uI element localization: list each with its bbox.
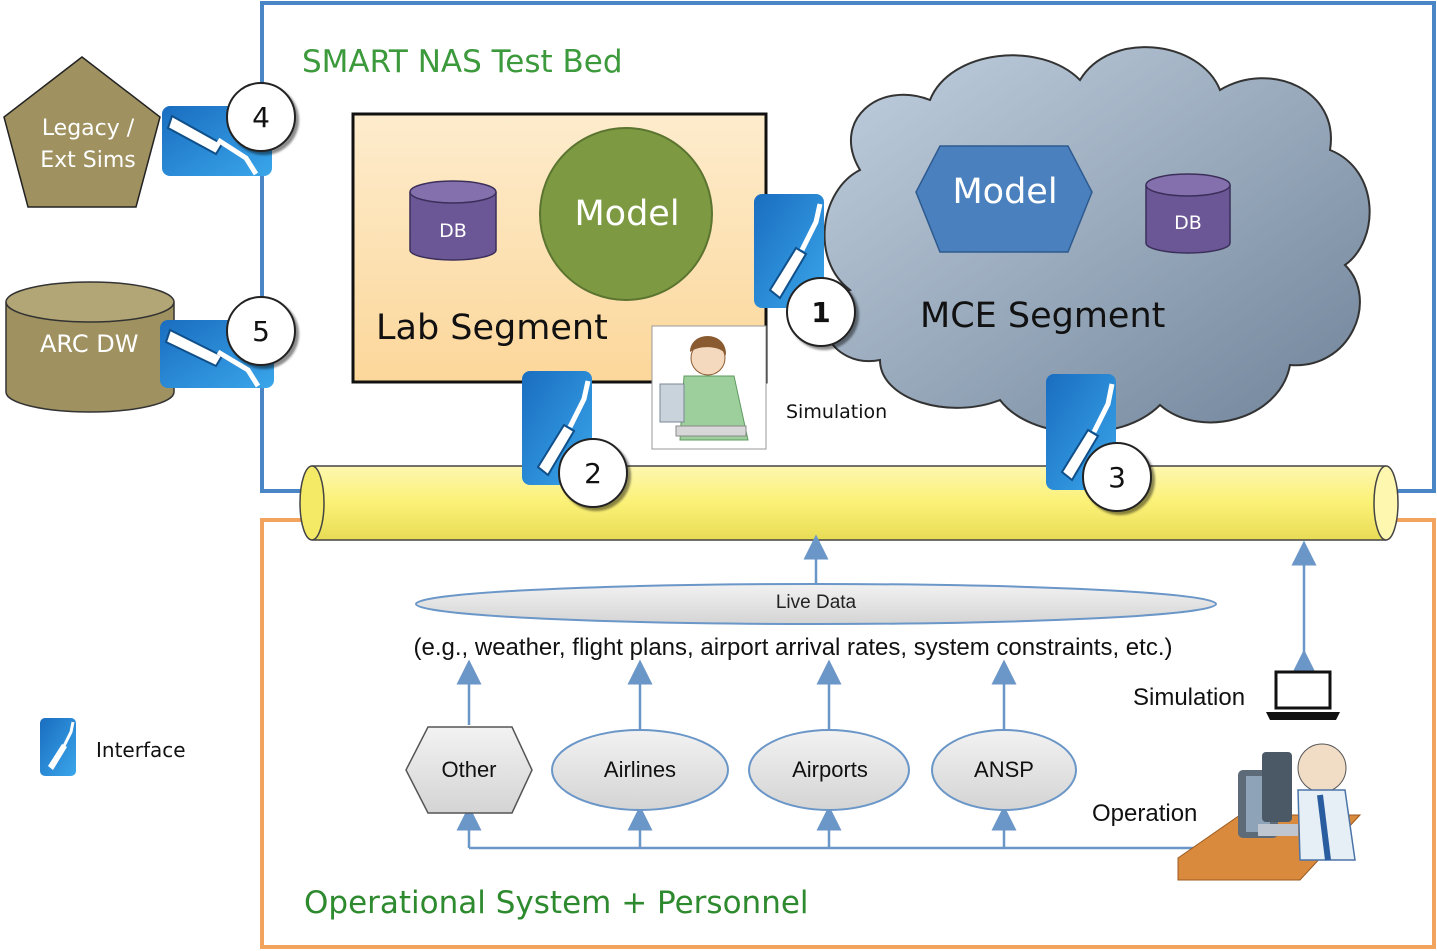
source-arrows <box>456 659 1206 850</box>
operational-title: Operational System + Personnel <box>304 885 809 921</box>
source-airports-label: Airports <box>792 757 868 782</box>
arc-dw-cylinder <box>5 281 175 413</box>
live-data-title: Live Data <box>775 592 857 613</box>
source-other-label: Other <box>441 757 497 782</box>
arc-dw-label: ARC DW <box>40 330 139 358</box>
legacy-label: Legacy / Ext Sims <box>40 116 136 173</box>
legend-interface-icon <box>40 718 76 776</box>
interface-number-5: 5 <box>226 296 296 366</box>
simulation-person-label: Simulation <box>786 401 888 423</box>
live-data-examples: (e.g., weather, flight plans, airport ar… <box>413 634 1173 661</box>
source-ansp-label: ANSP <box>974 757 1034 782</box>
simulation-laptop-label: Simulation <box>1133 684 1246 711</box>
legend-interface-label: Interface <box>96 738 186 762</box>
interface-number-2: 2 <box>558 438 628 508</box>
simulation-person-illustration <box>651 325 767 450</box>
lab-db-cylinder <box>409 180 497 261</box>
laptop-icon <box>1266 670 1340 720</box>
testbed-title: SMART NAS Test Bed <box>302 44 623 80</box>
source-airlines-label: Airlines <box>603 757 677 782</box>
live-data-ellipse <box>415 583 1217 625</box>
source-airlines-shape <box>551 729 729 811</box>
mce-db-cylinder <box>1145 173 1231 254</box>
source-airports-shape <box>748 729 910 811</box>
source-ansp-shape <box>931 729 1077 811</box>
interface-number-1: 1 <box>786 277 856 347</box>
operator-illustration <box>1177 743 1362 881</box>
mce-cloud <box>823 46 1371 434</box>
mce-db-label: DB <box>1174 212 1202 234</box>
lab-model-label: Model <box>574 194 680 234</box>
legacy-pentagon <box>3 56 161 208</box>
lab-segment-label: Lab Segment <box>376 308 608 348</box>
source-other-shape <box>405 726 533 814</box>
mce-segment-label: MCE Segment <box>920 296 1166 336</box>
interface-number-3: 3 <box>1082 442 1152 512</box>
data-bus-pipe <box>299 465 1399 541</box>
lab-db-label: DB <box>439 220 467 242</box>
operation-label: Operation <box>1092 800 1198 827</box>
mce-model-label: Model <box>952 172 1058 212</box>
mce-model-hexagon <box>915 145 1093 253</box>
lab-model-circle <box>539 127 713 301</box>
interface-number-4: 4 <box>226 82 296 152</box>
